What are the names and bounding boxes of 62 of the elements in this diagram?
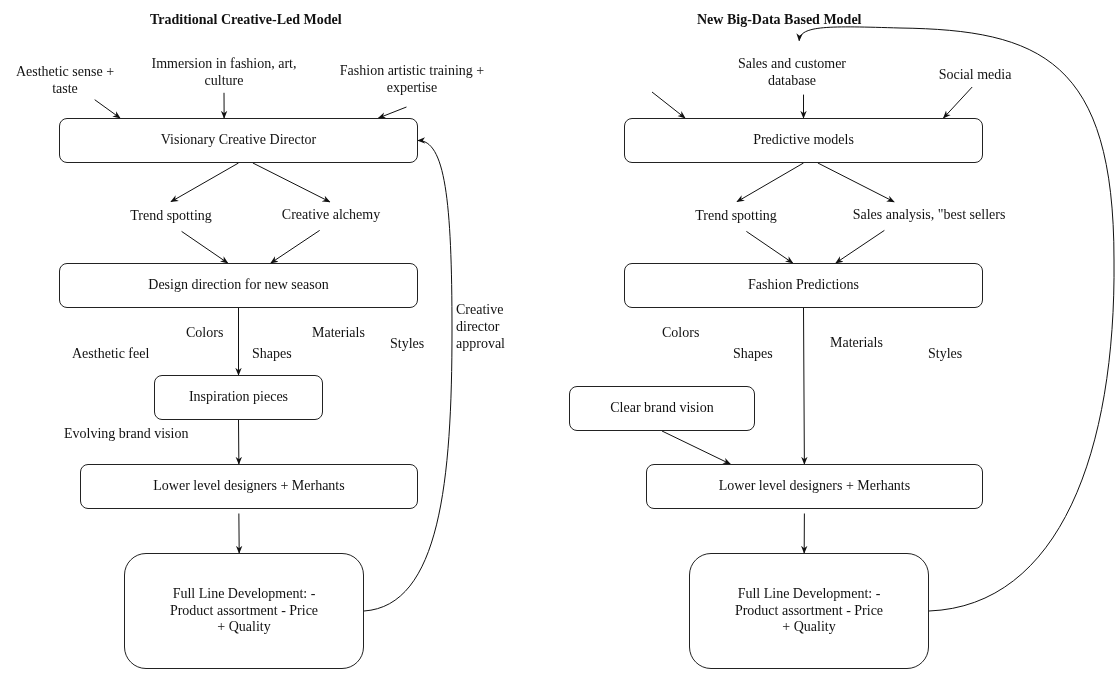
arrow	[363, 138, 453, 612]
process-box	[569, 386, 755, 431]
process-box	[59, 118, 418, 163]
process-box	[624, 118, 983, 163]
process-box	[80, 464, 418, 509]
box-label: Visionary Creative Director	[160, 132, 317, 149]
box-label: Lower level designers + Merhants	[718, 478, 911, 495]
arrow	[835, 229, 885, 264]
arrow	[235, 307, 242, 376]
input-text: Trend spotting	[118, 205, 224, 227]
input-text: Immersion in fashion, art, culture	[146, 55, 302, 91]
arrow	[252, 162, 331, 203]
arrow	[800, 94, 807, 119]
input-text: Trend spotting	[684, 205, 788, 227]
process-box	[646, 464, 983, 509]
input-text: Creative alchemy	[268, 204, 394, 226]
arrow	[270, 229, 321, 264]
arrow	[801, 307, 808, 465]
process-box	[59, 263, 418, 308]
arrow	[736, 162, 804, 203]
annotation-text: Styles	[390, 336, 425, 353]
arrow	[235, 513, 243, 554]
annotation-text: Shapes	[733, 346, 773, 363]
arrow	[94, 99, 121, 119]
input-text: Aesthetic sense + taste	[10, 64, 120, 98]
arrow	[801, 513, 808, 554]
annotation-text: Styles	[928, 346, 963, 363]
arrow	[745, 230, 794, 264]
box-label: Full Line Development: - Product assortment - Price + Quality	[169, 585, 319, 637]
arrow	[377, 106, 407, 119]
arrow	[817, 162, 895, 203]
annotation-text: Colors	[186, 325, 224, 342]
input-text: Sales and customer database	[720, 55, 864, 91]
box-label: Lower level designers + Merhants	[153, 478, 345, 495]
arrow	[235, 419, 242, 465]
box-label: Design direction for new season	[148, 277, 329, 294]
process-box	[689, 553, 929, 669]
box-label: Inspiration pieces	[188, 389, 289, 406]
arrow	[797, 26, 1115, 612]
annotation-text: Shapes	[252, 346, 292, 363]
box-label: Full Line Development: - Product assortment - Price + Quality	[734, 585, 884, 637]
input-text: Sales analysis, "best sellers	[832, 204, 1026, 226]
arrow	[181, 230, 229, 264]
arrow	[942, 86, 973, 119]
process-box	[624, 263, 983, 308]
input-text: Fashion artistic training + expertise	[320, 62, 504, 98]
annotation-text: Evolving brand vision	[64, 426, 189, 443]
arrow	[170, 162, 239, 203]
column-heading: New Big-Data Based Model	[697, 12, 862, 29]
box-label: Fashion Predictions	[748, 277, 859, 294]
arrow	[661, 430, 731, 465]
box-label: Predictive models	[753, 132, 854, 149]
input-text: Social media	[928, 65, 1022, 85]
process-box	[154, 375, 323, 420]
annotation-text: Colors	[662, 325, 700, 342]
annotation-text: Aesthetic feel	[72, 346, 150, 363]
arrow	[651, 91, 686, 119]
annotation-text: Materials	[830, 335, 883, 352]
annotation-text: Materials	[312, 325, 365, 342]
box-label: Clear brand vision	[610, 400, 714, 417]
process-box	[124, 553, 364, 669]
column-heading: Traditional Creative-Led Model	[150, 12, 342, 29]
